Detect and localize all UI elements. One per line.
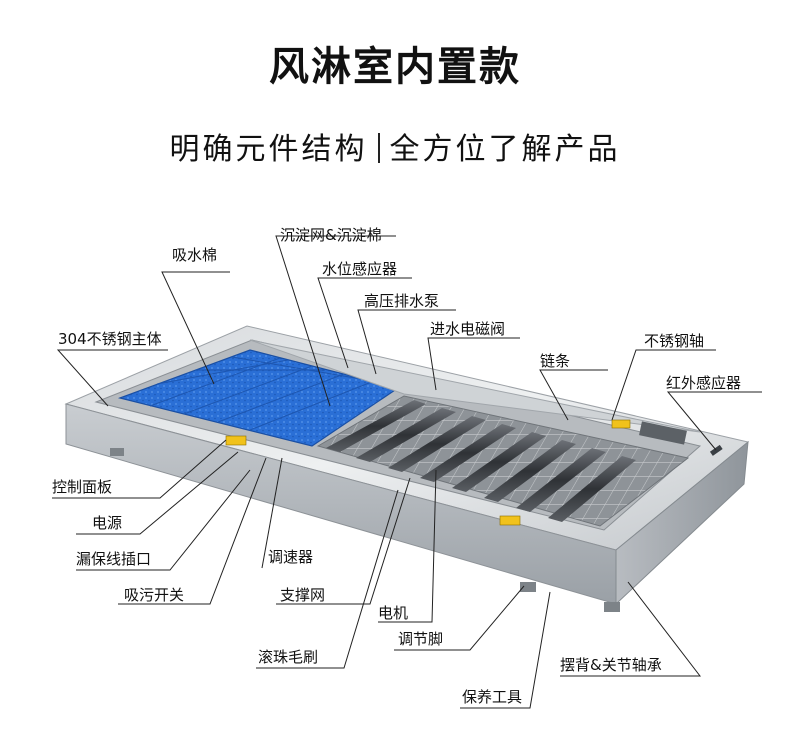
label-sponge: 吸水棉 <box>172 246 218 264</box>
label-mesh: 沉淀网&沉淀棉 <box>280 226 382 244</box>
rear-cover <box>249 339 701 433</box>
leader-lines <box>52 235 762 709</box>
label-power: 电源 <box>92 514 123 532</box>
adjust-foot <box>110 448 124 456</box>
page-subtitle: 明确元件结构全方位了解产品 <box>0 124 790 168</box>
label-speed: 调速器 <box>268 548 314 566</box>
page-title: 风淋室内置款 <box>269 44 521 90</box>
label-ir-sensor: 红外感应器 <box>666 374 742 392</box>
ir-sensor-window <box>709 444 723 456</box>
label-support-mesh: 支撑网 <box>280 586 326 604</box>
warning-sticker <box>499 515 521 526</box>
adjust-foot <box>520 582 536 592</box>
label-foot: 调节脚 <box>398 630 444 648</box>
nameplate <box>639 421 687 445</box>
label-bearing: 摆背&关节轴承 <box>560 656 662 674</box>
subtitle-right: 全方位了解产品 <box>389 132 621 167</box>
label-control-panel: 控制面板 <box>52 478 113 496</box>
steel-body-side <box>615 440 749 606</box>
label-brush: 滚珠毛刷 <box>258 648 319 666</box>
label-chain: 链条 <box>540 352 571 370</box>
subtitle-left: 明确元件结构 <box>169 132 368 167</box>
roller-brushes <box>326 400 636 522</box>
label-suction-switch: 吸污开关 <box>124 586 185 604</box>
label-water-sensor: 水位感应器 <box>322 260 398 278</box>
label-body: 304不锈钢主体 <box>58 330 162 348</box>
label-tools: 保养工具 <box>462 688 523 706</box>
label-leak-socket: 漏保线插口 <box>76 550 152 568</box>
label-pump: 高压排水泵 <box>364 292 440 310</box>
adjust-foot <box>604 602 620 612</box>
subtitle-divider <box>377 133 380 163</box>
label-valve: 进水电磁阀 <box>430 320 506 338</box>
warning-sticker <box>611 419 631 429</box>
label-motor: 电机 <box>378 604 409 622</box>
sponge-seams <box>149 356 375 431</box>
warning-sticker <box>225 435 247 446</box>
label-shaft: 不锈钢轴 <box>644 332 705 350</box>
